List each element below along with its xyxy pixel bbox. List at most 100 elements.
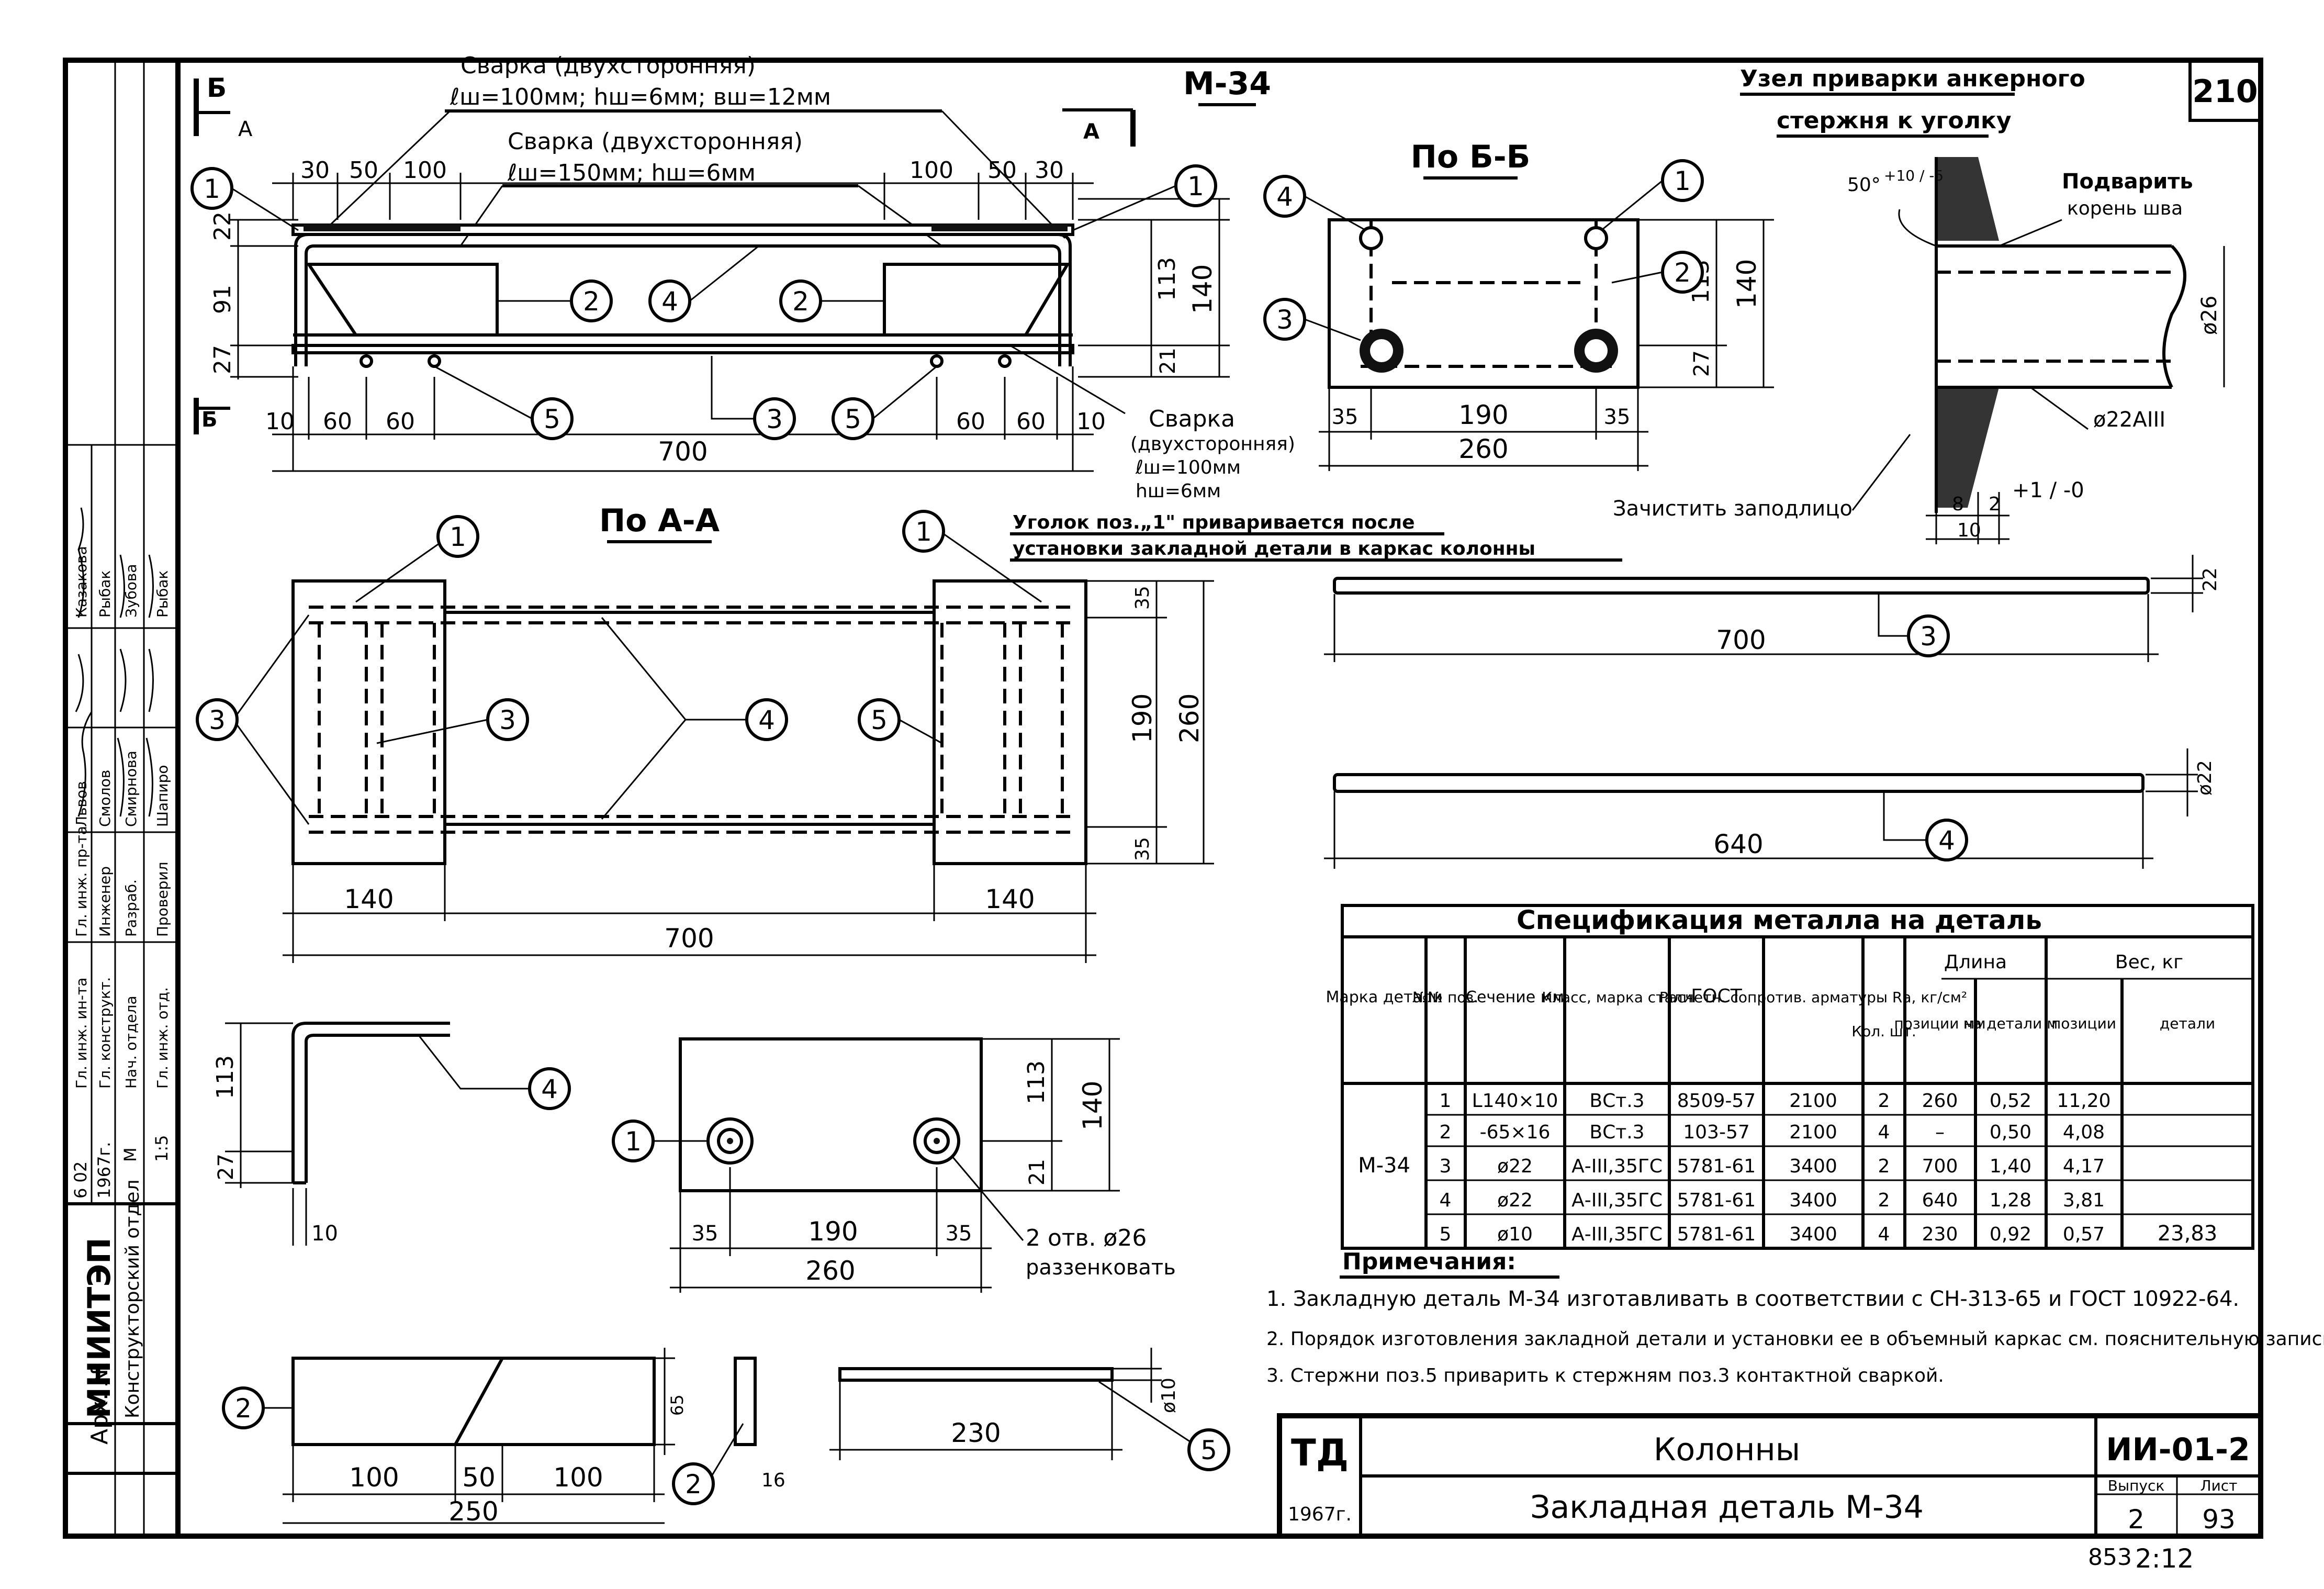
- plate2-dim-100-right: 100: [553, 1462, 603, 1493]
- stamp-role-0: Гл. инж. ин-та: [73, 978, 90, 1089]
- plate-dim-21: 21: [1025, 1159, 1049, 1185]
- anchor-title-2: стержня к уголку: [1777, 107, 2012, 134]
- rod5-dia: ø10: [1158, 1378, 1180, 1413]
- rod-4-inner: [305, 244, 1061, 366]
- svg-text:1: 1: [1187, 171, 1204, 202]
- dim-top-1: 50: [349, 157, 378, 184]
- stamp-name-1: Смолов: [96, 770, 114, 827]
- plate-2-left: [306, 263, 499, 337]
- bb-callout-4: 4: [1263, 175, 1366, 231]
- rod-4-detail: 640 ø22 4: [1324, 748, 2216, 869]
- anchor-dim-10: 10: [1957, 520, 1981, 541]
- anchor-dia-22: ø22АIII: [2093, 408, 2165, 432]
- svg-text:5: 5: [871, 705, 888, 735]
- weld-note-3-line3: ℓш=100мм: [1135, 457, 1241, 478]
- stamp-role-4: Гл. инж. пр-та: [73, 826, 90, 937]
- tb-subtitle: Закладная деталь М-34: [1530, 1489, 1924, 1526]
- aa-dim-35-bottom: 35: [1132, 837, 1153, 861]
- stamp-name-7: Рыбак: [154, 570, 171, 618]
- svg-text:4: 4: [541, 1074, 558, 1104]
- rod4-callout: 4: [1883, 791, 1968, 861]
- plate2-dim-250: 250: [448, 1496, 498, 1527]
- spec-cell-r1-c3: 103-57: [1683, 1122, 1750, 1143]
- aa-callout-4: 4: [601, 617, 788, 820]
- spec-h-resist: Расчетн. сопротив. арматуры Rа, кг/см²: [1659, 989, 1967, 1006]
- spec-cell-r1-c6: –: [1935, 1122, 1945, 1143]
- tb-sheet-label: Лист: [2200, 1477, 2238, 1494]
- rod3-dia: 22: [2199, 567, 2221, 591]
- section-mark-a-left: А: [238, 117, 253, 141]
- spec-cell-r2-c5: 2: [1878, 1156, 1890, 1177]
- rod-3-bottom: [291, 344, 1074, 354]
- stamp-year: 1967г.: [94, 1142, 114, 1199]
- svg-text:3: 3: [499, 705, 516, 735]
- callout-1-left: 1: [190, 167, 299, 231]
- page-ref: 853: [2088, 1544, 2132, 1571]
- note-3: 3. Стержни поз.5 приварить к стержням по…: [1266, 1365, 1944, 1386]
- dim-top-4: 50: [987, 157, 1017, 184]
- spec-h-qty: Кол. шт.: [1851, 1023, 1916, 1040]
- plate-view: 35 190 35 260 113 140 21 2 отв. ø26 разз…: [612, 1037, 1176, 1293]
- sheet-number: 210: [2192, 73, 2258, 110]
- callout-3-main: 3: [711, 356, 796, 440]
- svg-text:1: 1: [204, 174, 220, 204]
- svg-text:5: 5: [845, 404, 861, 434]
- spec-h-weight-det: детали: [2160, 1015, 2215, 1032]
- dim-right-113: 113: [1154, 257, 1181, 301]
- angle-dim-113: 113: [212, 1055, 239, 1099]
- stamp-dept: Конструкторский отдел: [122, 1180, 143, 1418]
- aa-dim-35-top: 35: [1132, 586, 1153, 610]
- spec-cell-r4-c4: 3400: [1789, 1224, 1837, 1245]
- dim-bottom-5: 10: [1076, 408, 1106, 435]
- spec-cell-r2-c7: 1,40: [1990, 1156, 2031, 1177]
- dim-top-0: 30: [300, 157, 330, 184]
- spec-h-weight-pos: позиции: [2051, 1015, 2116, 1032]
- main-view-callouts: 1 1 2 4 2 3 5 5: [190, 164, 1217, 440]
- aa-left-angle: [291, 579, 446, 865]
- spec-h-weight: Вес, кг: [2115, 952, 2183, 973]
- anchor-angle-tol: +10 / -5: [1884, 167, 1944, 184]
- plate-note-holes: 2 отв. ø26: [1026, 1225, 1147, 1251]
- section-bb: По Б-Б 35 190 35 260 113 140 27 4 1 3: [1263, 139, 1774, 471]
- plate-callout-1: 1: [612, 1120, 706, 1162]
- note-1: 1. Закладную деталь М-34 изготавливать в…: [1266, 1287, 2239, 1311]
- spec-cell-r3-c4: 3400: [1789, 1190, 1837, 1211]
- anchor-plate-bottom: [1936, 387, 1999, 508]
- stamp-mark: М: [120, 1147, 140, 1162]
- anchor-dim-2: 2: [1989, 494, 2001, 515]
- stamp-role-7: Проверил: [154, 861, 171, 937]
- page-ref-sheet: 2:12: [2135, 1543, 2194, 1574]
- aa-dim-140-right: 140: [985, 884, 1035, 914]
- rod3-callout: 3: [1878, 594, 1950, 657]
- aa-dim-140-left: 140: [344, 884, 394, 914]
- tb-org: ТД: [1291, 1431, 1349, 1474]
- callout-1-right: 1: [1072, 164, 1217, 231]
- spec-cell-r1-c5: 4: [1878, 1122, 1890, 1143]
- dim-bottom-3: 60: [956, 408, 985, 435]
- plate2-dim-50: 50: [462, 1462, 496, 1493]
- tb-code: ИИ-01-2: [2106, 1431, 2250, 1468]
- dim-top-3: 100: [910, 157, 953, 184]
- svg-text:1: 1: [915, 517, 932, 547]
- spec-cell-r0-c6: 260: [1922, 1090, 1958, 1112]
- bb-callout-2: 2: [1611, 251, 1704, 294]
- angle-callout-4: 4: [418, 1035, 571, 1110]
- spec-cell-r4-c8: 0,57: [2063, 1224, 2105, 1245]
- stamp-name-6: Зубова: [122, 564, 140, 618]
- weld-note-3-line1: Сварка: [1149, 406, 1235, 432]
- angle-detail: 113 27 10 4: [212, 1022, 571, 1246]
- spec-cell-r1-c4: 2100: [1789, 1122, 1837, 1143]
- spec-cell-r0-c7: 0,52: [1990, 1090, 2031, 1112]
- section-aa: По А-А Уголок поз.„1" приваривается посл…: [196, 502, 1622, 963]
- spec-cell-r1-c7: 0,50: [1990, 1122, 2031, 1143]
- aa-dim-700: 700: [664, 923, 714, 954]
- aa-dim-260: 260: [1174, 693, 1205, 743]
- stamp-scale: 1:5: [152, 1135, 172, 1162]
- rod4-length: 640: [1713, 829, 1763, 859]
- spec-cell-r4-c0: 5: [1440, 1224, 1452, 1245]
- spec-cell-r2-c3: 5781-61: [1677, 1156, 1756, 1177]
- aa-dim-190: 190: [1127, 693, 1158, 743]
- svg-text:3: 3: [1920, 621, 1937, 652]
- aa-callout-1-right: 1: [902, 510, 1042, 603]
- weld-note-3-line2: (двухсторонняя): [1130, 433, 1295, 455]
